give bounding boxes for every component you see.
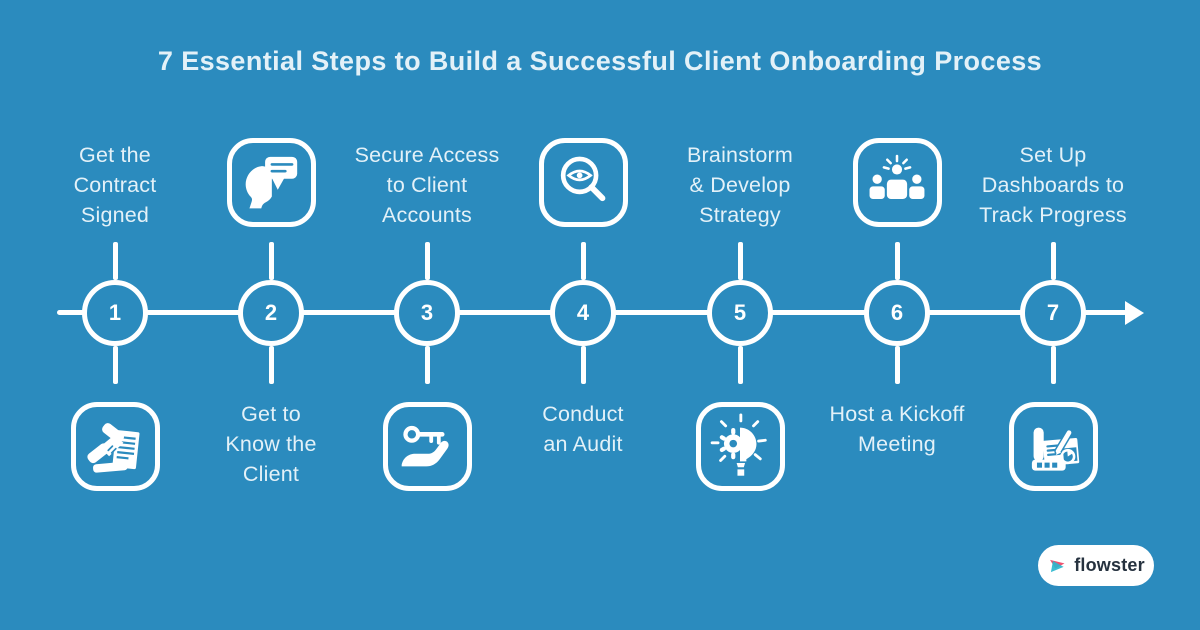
- step-4-label: Conduct an Audit: [542, 402, 624, 456]
- connector: [112, 242, 118, 280]
- flowster-logo-icon: [1050, 559, 1065, 573]
- step-6-number-circle: 6: [864, 280, 930, 346]
- connector: [894, 346, 900, 384]
- connector: [1050, 242, 1056, 280]
- key-in-hand-icon: [382, 402, 472, 491]
- connector: [424, 346, 430, 384]
- step-5-label: Brainstorm & Develop Strategy: [687, 143, 793, 227]
- page-title: 7 Essential Steps to Build a Successful …: [157, 46, 1043, 76]
- progress-dashboard-icon: [1008, 402, 1098, 491]
- brand-badge: flowster: [1038, 545, 1154, 586]
- client-communication-icon: [226, 138, 316, 227]
- step-3-label: Secure Access to Client Accounts: [354, 143, 500, 227]
- connector: [1050, 346, 1056, 384]
- step-6-label: Host a Kickoff Meeting: [829, 402, 965, 456]
- step-2-label: Get to Know the Client: [225, 402, 317, 486]
- idea-lightbulb-gear-icon: [695, 402, 785, 491]
- step-1-label: Get the Contract Signed: [73, 143, 157, 227]
- connector: [737, 346, 743, 384]
- connector: [268, 242, 274, 280]
- connector: [112, 346, 118, 384]
- connector: [580, 346, 586, 384]
- connector: [894, 242, 900, 280]
- step-4-number-circle: 4: [550, 280, 616, 346]
- step-2-number-circle: 2: [238, 280, 304, 346]
- magnifier-eye-audit-icon: [538, 138, 628, 227]
- handshake-contract-icon: [70, 402, 160, 491]
- connector: [580, 242, 586, 280]
- step-5-number-circle: 5: [707, 280, 773, 346]
- connector: [737, 242, 743, 280]
- step-7-label: Set Up Dashboards to Track Progress: [979, 143, 1127, 227]
- timeline-arrowhead-icon: [1125, 301, 1144, 325]
- connector: [268, 346, 274, 384]
- step-7-number-circle: 7: [1020, 280, 1086, 346]
- step-3-number-circle: 3: [394, 280, 460, 346]
- brand-name: flowster: [1074, 555, 1145, 575]
- step-1-number-circle: 1: [82, 280, 148, 346]
- connector: [424, 242, 430, 280]
- team-meeting-icon: [852, 138, 942, 227]
